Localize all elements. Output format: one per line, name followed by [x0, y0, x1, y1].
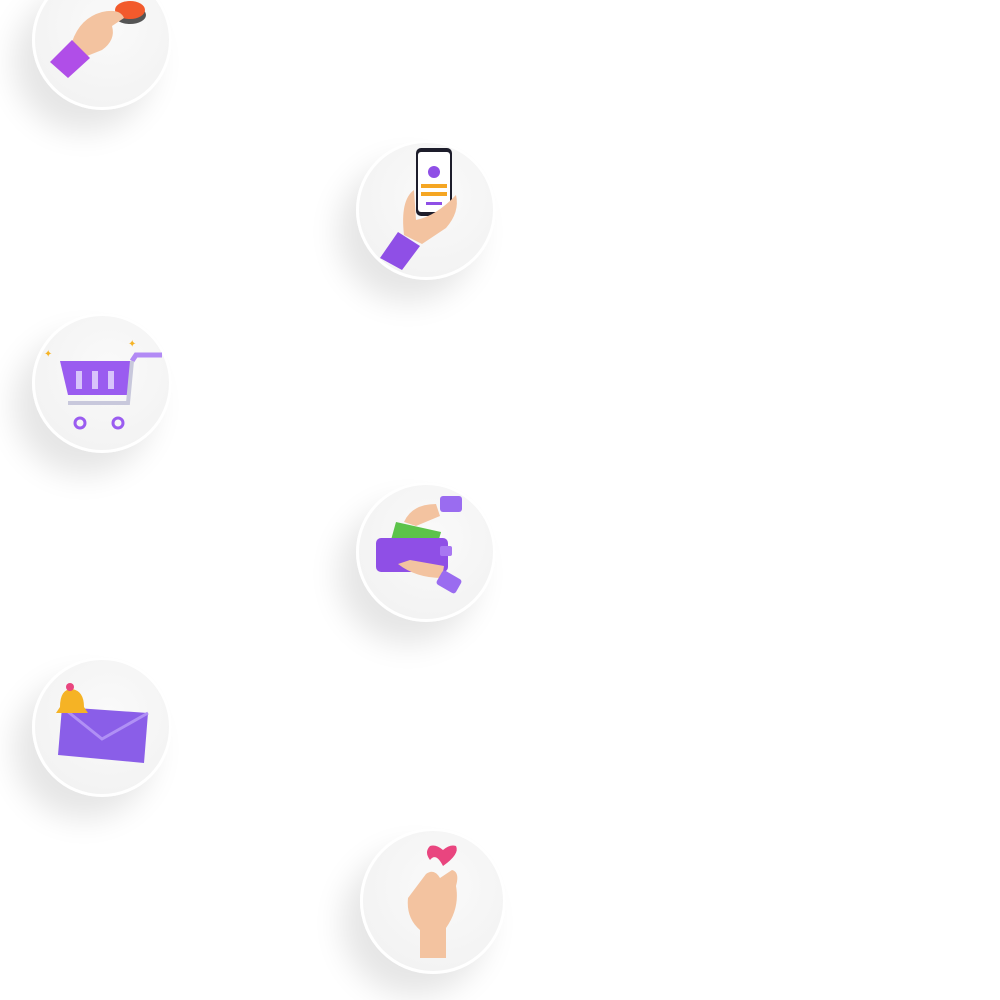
- email-notification-badge[interactable]: [32, 657, 172, 797]
- shopping-cart-icon: ✦ ✦: [44, 339, 162, 430]
- wallet-cash-payment-icon: [376, 496, 462, 594]
- shopping-cart-badge[interactable]: ✦ ✦: [32, 313, 172, 453]
- wallet-cash-payment-badge[interactable]: [356, 482, 496, 622]
- hand-holding-phone-badge[interactable]: [356, 140, 496, 280]
- svg-text:✦: ✦: [128, 339, 136, 350]
- svg-text:✦: ✦: [44, 349, 52, 360]
- finger-heart-badge[interactable]: [360, 828, 506, 974]
- hand-pressing-button-badge[interactable]: [32, 0, 172, 110]
- hand-pressing-button-icon: [50, 1, 146, 78]
- hand-holding-phone-icon: [380, 148, 457, 270]
- email-notification-bell-icon: [56, 683, 149, 763]
- finger-heart-icon: [407, 845, 458, 958]
